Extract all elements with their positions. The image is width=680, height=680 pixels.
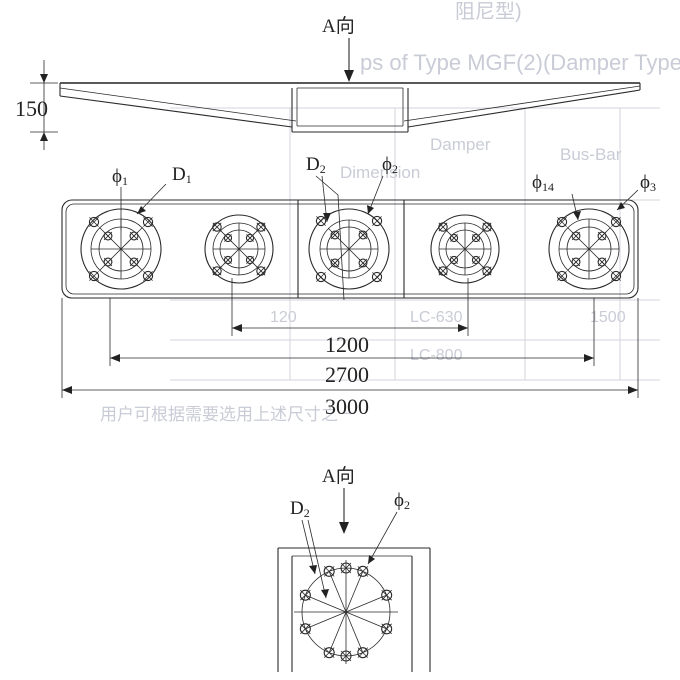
- bolt-hole: [299, 623, 311, 635]
- bolt-hole: [323, 565, 335, 577]
- bolt-hole: [245, 255, 255, 265]
- bolt-hole: [129, 257, 139, 267]
- bolt-hole: [223, 233, 233, 243]
- bleed-val-1: 120: [270, 309, 297, 326]
- bolt-hole: [571, 231, 581, 241]
- bolt-hole: [103, 257, 113, 267]
- view-label-a: A向: [322, 15, 355, 37]
- flange-ring: [430, 214, 500, 284]
- detail-view-label-a: A向: [322, 465, 355, 487]
- dim-1200: 1200: [325, 332, 369, 357]
- bolt-hole: [556, 270, 568, 282]
- detail-label-phi2: ϕ2: [394, 490, 410, 512]
- bolt-hole: [212, 266, 222, 276]
- bolt-hole: [142, 270, 154, 282]
- detail-flange: [294, 560, 398, 664]
- bolt-hole: [103, 231, 113, 241]
- plan-view: [61, 199, 639, 299]
- bolt-hole: [88, 270, 100, 282]
- length-dimensions: [61, 278, 639, 398]
- bolt-hole: [223, 255, 233, 265]
- bolt-hole: [449, 233, 459, 243]
- bolt-hole: [597, 231, 607, 241]
- bolt-hole: [323, 647, 335, 659]
- bolt-hole: [471, 233, 481, 243]
- bolt-hole: [371, 215, 383, 227]
- flange-ring: [308, 208, 390, 290]
- bleed-title-en: ps of Type MGF(2)(Damper Type): [360, 50, 680, 75]
- bolt-hole: [245, 233, 255, 243]
- plan-labels: ϕ1 D1 D2 ϕ2 ϕ14 ϕ3: [112, 154, 656, 301]
- bolt-hole: [212, 222, 222, 232]
- label-d2: D2: [306, 154, 326, 176]
- bolt-hole: [315, 271, 327, 283]
- bolt-hole: [358, 258, 368, 268]
- label-d1: D1: [172, 164, 192, 186]
- bolt-hole: [482, 266, 492, 276]
- bleed-row-b: LC-800: [410, 347, 463, 364]
- bolt-hole: [610, 270, 622, 282]
- detail-view: [277, 547, 431, 672]
- bolt-hole: [330, 230, 340, 240]
- bolt-hole: [256, 266, 266, 276]
- bleed-val-3: 1500: [590, 309, 626, 326]
- bleed-note: 用户可根据需要选用上述尺寸之一: [100, 405, 355, 424]
- label-phi3: ϕ3: [640, 172, 656, 194]
- bolt-hole: [482, 222, 492, 232]
- label-phi14: ϕ14: [532, 172, 554, 194]
- bolt-hole: [330, 258, 340, 268]
- side-elevation: [59, 82, 641, 133]
- bolt-hole: [129, 231, 139, 241]
- bolt-hole: [610, 216, 622, 228]
- bolt-hole: [449, 255, 459, 265]
- bolt-hole: [142, 216, 154, 228]
- detail-view-arrow: [339, 488, 349, 534]
- bolt-hole: [371, 271, 383, 283]
- bolt-hole: [438, 222, 448, 232]
- label-phi1: ϕ1: [112, 166, 128, 188]
- bleed-col-dimension: Dimension: [340, 163, 420, 182]
- bolt-hole: [438, 266, 448, 276]
- bolt-hole: [471, 255, 481, 265]
- detail-label-d2: D2: [290, 498, 310, 520]
- bleed-col-busbar: Bus-Bar: [560, 145, 622, 164]
- bolt-hole: [357, 565, 369, 577]
- bolt-hole: [381, 623, 393, 635]
- bolt-hole: [88, 216, 100, 228]
- height-dimension: [30, 60, 58, 150]
- flange-ring: [548, 208, 630, 290]
- flange-patterns: [80, 208, 630, 290]
- view-arrow-a: [344, 38, 354, 82]
- bolt-hole: [556, 216, 568, 228]
- label-phi2: ϕ2: [382, 154, 398, 176]
- bleed-title-cn: 阻尼型): [455, 0, 522, 23]
- bolt-hole: [381, 589, 393, 601]
- bolt-hole: [340, 562, 352, 574]
- bolt-hole: [340, 650, 352, 662]
- flange-ring: [204, 214, 274, 284]
- bolt-hole: [358, 230, 368, 240]
- bleed-col-damper: Damper: [430, 135, 491, 154]
- dim-150: 150: [15, 96, 48, 121]
- bolt-hole: [597, 257, 607, 267]
- dim-3000: 3000: [325, 394, 369, 419]
- bolt-hole: [299, 589, 311, 601]
- bolt-hole: [256, 222, 266, 232]
- bleed-row-a: LC-630: [410, 309, 463, 326]
- bleed-through-layer: 阻尼型) ps of Type MGF(2)(Damper Type) Dime…: [100, 0, 680, 424]
- bolt-hole: [357, 647, 369, 659]
- dim-2700: 2700: [325, 362, 369, 387]
- bolt-hole: [315, 215, 327, 227]
- bolt-hole: [571, 257, 581, 267]
